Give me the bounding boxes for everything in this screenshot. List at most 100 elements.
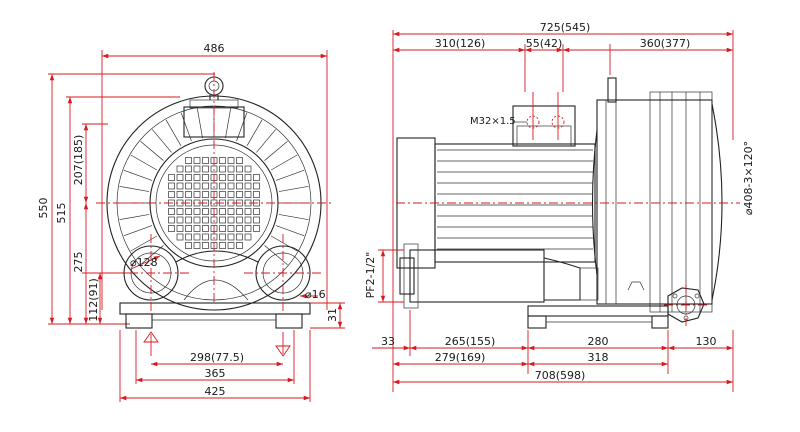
front-view: 486 550 515 207(185) 275 112(91) (37, 42, 345, 402)
fin-line (246, 119, 263, 147)
grille-slot (244, 174, 252, 181)
dim-515: 515 (55, 203, 68, 224)
grille-slot (193, 165, 201, 173)
grille-slot (253, 208, 260, 215)
fin-line (236, 112, 248, 142)
cooling-fins (118, 107, 310, 265)
flange-label: ⌀408-3×120° (742, 141, 755, 215)
grille-slot (227, 157, 235, 164)
grille-slot (176, 191, 184, 198)
fin-line (264, 245, 288, 265)
dim-725: 725(545) (540, 21, 591, 34)
grille-slot (176, 208, 184, 215)
dim-31: 31 (326, 308, 339, 322)
grille-slot (244, 216, 252, 224)
grille-slot (219, 174, 226, 181)
grille-slot (253, 216, 260, 224)
fin-line (196, 108, 203, 139)
grille-slot (193, 208, 201, 215)
grille-slot (202, 208, 209, 215)
grille-slot (219, 208, 226, 215)
grille-slot (253, 174, 260, 181)
grille-slot (227, 216, 235, 224)
fin-line (278, 214, 309, 221)
blower-housing-side (596, 99, 713, 305)
grille-slot (185, 165, 192, 173)
fin-line (264, 141, 288, 161)
grille-slot (202, 182, 209, 190)
grille-slot (193, 191, 201, 198)
grille-slot (236, 182, 243, 190)
dim-33: 33 (381, 335, 395, 348)
fin-line (256, 129, 276, 153)
dim-130: 130 (696, 335, 717, 348)
dim-265: 265(155) (445, 335, 496, 348)
dim-112: 112(91) (87, 278, 100, 322)
grille-slot (193, 225, 201, 232)
grille-slot (219, 216, 226, 224)
fin-line (123, 225, 153, 237)
thread-label: M32×1.5 (470, 116, 516, 127)
dim-365: 365 (205, 367, 226, 380)
grille-slot (193, 233, 201, 241)
hole-diameter-label: ⌀16 (305, 288, 326, 301)
grille-slot (176, 225, 184, 232)
dim-425: 425 (205, 385, 226, 398)
grille-slot (227, 182, 235, 190)
grille-slot (236, 174, 243, 181)
grille-slot (185, 174, 192, 181)
dim-550: 550 (37, 198, 50, 219)
grille-slot (202, 225, 209, 232)
fin-line (270, 235, 298, 252)
grille-slot (219, 157, 226, 164)
grille-slot (202, 191, 209, 198)
grille-slot (168, 191, 175, 198)
grille-slot (185, 157, 192, 164)
grille-slot (168, 225, 175, 232)
grille-slot (176, 182, 184, 190)
base-plate-front (119, 302, 311, 315)
base-plate-side (527, 305, 669, 317)
grille-slot (236, 225, 243, 232)
silencer-pipe (409, 249, 545, 303)
grille-slot (176, 174, 184, 181)
grille-slot (185, 191, 192, 198)
dim-360: 360(377) (640, 37, 691, 50)
grille-slot (236, 157, 243, 164)
grille-slot (219, 225, 226, 232)
grille-slot (193, 216, 201, 224)
fin-line (165, 119, 182, 147)
grille-slot (244, 191, 252, 198)
discharge-flange (667, 287, 705, 323)
lifting-eye-side (607, 77, 617, 103)
grille-slot (202, 157, 209, 164)
fin-line (140, 245, 164, 265)
dim-275: 275 (72, 252, 85, 273)
fin-line (225, 108, 232, 139)
fin-line (278, 185, 309, 192)
side-view: 725(545) 310(126) 55(42) 360(377) M32×1.… (364, 21, 755, 392)
grille-slot (176, 216, 184, 224)
grille-slot (227, 191, 235, 198)
grille-slot (185, 208, 192, 215)
grille-slot (236, 242, 243, 249)
grille-slot (202, 165, 209, 173)
fin-line (140, 141, 164, 161)
grille-slot (202, 174, 209, 181)
pipe-thread-label: PF2-1/2" (364, 252, 377, 299)
dim-55: 55(42) (526, 37, 563, 50)
grille-slot (244, 233, 252, 241)
fin-line (119, 214, 150, 221)
grille-slot (176, 233, 184, 241)
airflow-in-arrow (143, 331, 159, 356)
fin-line (270, 154, 298, 171)
grille-slot (168, 208, 175, 215)
grille-slot (202, 233, 209, 241)
dim-310: 310(126) (435, 37, 486, 50)
grille-slot (193, 174, 201, 181)
fin-line (130, 154, 158, 171)
grille-slot (193, 242, 201, 249)
grille-slot (219, 182, 226, 190)
airflow-out-arrow (275, 332, 291, 357)
